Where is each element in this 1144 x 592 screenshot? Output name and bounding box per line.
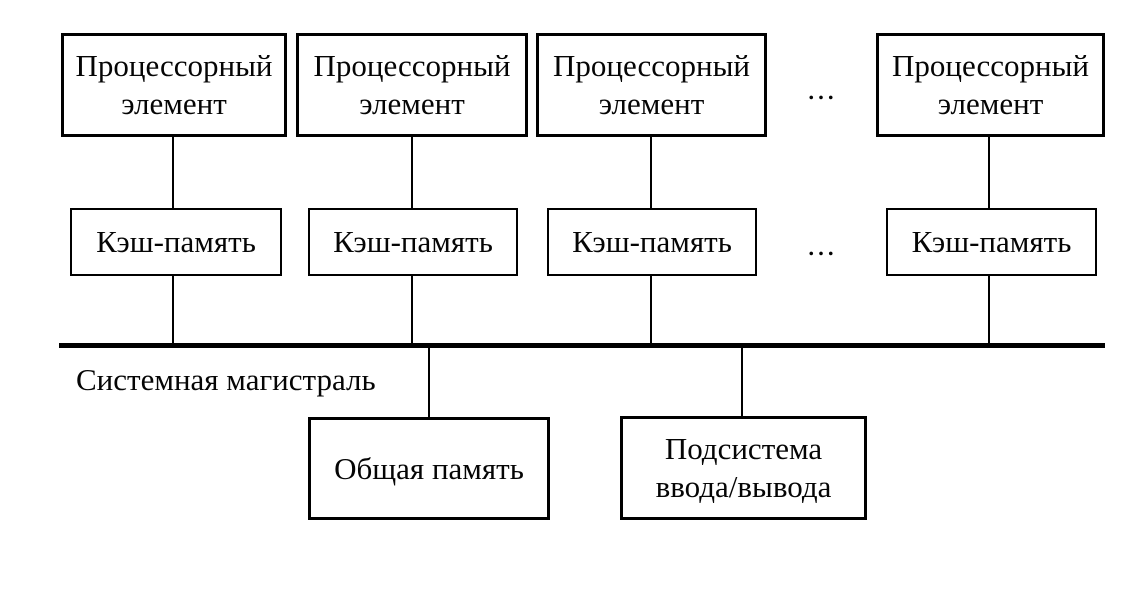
- cache-memory-label-2: Кэш-память: [333, 224, 493, 259]
- connector-bus-io-subsystem: [741, 347, 743, 416]
- cache-memory-box-1: Кэш-память: [70, 208, 282, 276]
- processor-element-box-1: Процессорный элемент: [61, 33, 287, 137]
- connector-cache4-bus: [988, 276, 990, 343]
- processor-element-label-1: Процессорный элемент: [75, 48, 273, 121]
- io-subsystem-box: Подсистема ввода/вывода: [620, 416, 867, 520]
- cache-memory-box-4: Кэш-память: [886, 208, 1097, 276]
- processor-element-box-4: Процессорный элемент: [876, 33, 1105, 137]
- cache-memory-label-3: Кэш-память: [572, 224, 732, 259]
- processor-element-box-3: Процессорный элемент: [536, 33, 767, 137]
- connector-processor3-cache3: [650, 137, 652, 208]
- connector-processor4-cache4: [988, 137, 990, 208]
- shared-memory-label: Общая память: [334, 450, 524, 486]
- cache-memory-label-4: Кэш-память: [911, 224, 1072, 259]
- connector-processor1-cache1: [172, 137, 174, 208]
- ellipsis-caches: ...: [807, 227, 837, 262]
- system-bus-label: Системная магистраль: [76, 362, 376, 397]
- cache-memory-label-1: Кэш-память: [96, 224, 256, 259]
- connector-cache3-bus: [650, 276, 652, 343]
- processor-element-label-3: Процессорный элемент: [552, 48, 751, 121]
- io-subsystem-label: Подсистема ввода/вывода: [655, 431, 832, 504]
- ellipsis-processors: ...: [807, 71, 837, 106]
- processor-element-box-2: Процессорный элемент: [296, 33, 528, 137]
- cache-memory-box-2: Кэш-память: [308, 208, 518, 276]
- processor-element-label-4: Процессорный элемент: [891, 48, 1090, 121]
- shared-memory-box: Общая память: [308, 417, 550, 520]
- system-bus-line: [59, 343, 1105, 348]
- cache-memory-box-3: Кэш-память: [547, 208, 757, 276]
- connector-bus-shared-memory: [428, 347, 430, 417]
- processor-element-label-2: Процессорный элемент: [313, 48, 511, 121]
- connector-cache2-bus: [411, 276, 413, 343]
- connector-cache1-bus: [172, 276, 174, 343]
- connector-processor2-cache2: [411, 137, 413, 208]
